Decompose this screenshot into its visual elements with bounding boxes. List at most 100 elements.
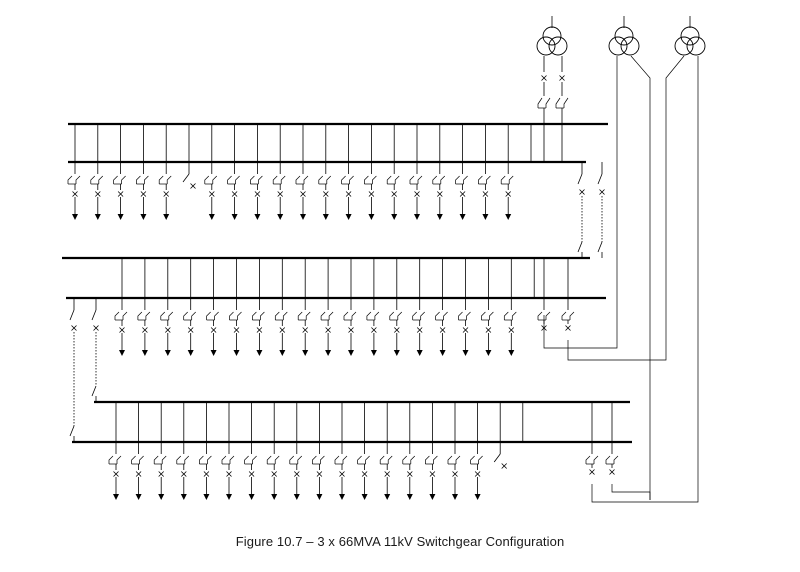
tie-board1-board2-b (597, 162, 605, 258)
feeder-arrow (187, 350, 194, 356)
feeder-arrow (482, 214, 489, 220)
breaker-cross (279, 327, 286, 333)
breaker-cross (505, 191, 511, 197)
feeder-2-7 (252, 298, 265, 356)
feeder-3-3 (153, 442, 167, 500)
feeder-arrow (414, 214, 420, 220)
feeder-1-16 (409, 162, 423, 220)
feeder-3-6 (221, 442, 235, 500)
feeder-2-14 (412, 298, 425, 356)
busbars (62, 122, 632, 444)
feeder-arrow (339, 494, 345, 500)
feeder-arrow (140, 214, 147, 220)
breaker-cross (474, 471, 481, 477)
switchboard-3-panels (108, 402, 524, 500)
feeder-1-4 (136, 162, 149, 220)
feeder-1-9 (250, 162, 263, 220)
feeder-arrow (384, 494, 391, 500)
transformer-2 (608, 16, 640, 56)
feeder-3-12 (357, 442, 370, 500)
breaker-cross (203, 471, 210, 477)
feeder-arrow (233, 350, 240, 356)
breaker-cross (325, 327, 331, 333)
breaker-cross (407, 471, 413, 477)
feeder-1-11 (295, 162, 309, 220)
breaker-cross (437, 191, 443, 197)
feeder-arrow (163, 214, 170, 220)
feeder-arrow (117, 214, 124, 220)
feeder-3-1 (108, 442, 122, 500)
breaker-cross (416, 327, 423, 333)
incomer-panel-board2-a (537, 298, 551, 331)
breaker-cross (209, 191, 215, 197)
breaker-cross (158, 471, 164, 477)
feeder-1-20 (500, 162, 514, 220)
feeder-2-16 (458, 298, 471, 356)
feeder-arrow (368, 214, 375, 220)
incomer-t3-cable-a (567, 55, 685, 361)
breaker-cross (508, 327, 515, 333)
feeder-1-12 (318, 162, 332, 220)
tie-breaker-cross (71, 325, 77, 331)
transformers (536, 16, 706, 56)
feeder-arrow (113, 494, 119, 500)
feeder-3-8 (266, 442, 280, 500)
breaker-cross (181, 471, 187, 477)
feeder-3-16 (447, 442, 461, 500)
feeder-3-11 (334, 442, 348, 500)
incomer-breaker-cross (609, 469, 615, 475)
feeder-arrow (452, 494, 458, 500)
breaker-cross (384, 471, 390, 477)
breaker-cross (391, 191, 397, 197)
feeder-arrow (429, 494, 436, 500)
breaker-cross (210, 327, 217, 333)
breaker-cross (462, 327, 469, 333)
transformer-1 (536, 16, 568, 56)
feeder-3-18 (493, 442, 507, 469)
feeder-arrow (300, 214, 306, 220)
feeder-2-6 (229, 298, 242, 356)
feeder-1-18 (455, 162, 468, 220)
feeder-arrow (164, 350, 171, 356)
feeder-2-4 (183, 298, 196, 356)
feeder-3-4 (176, 442, 190, 500)
open-switch-cross (190, 183, 196, 189)
feeder-1-6 (182, 162, 196, 189)
feeder-arrow (508, 350, 515, 356)
feeder-arrow (271, 494, 278, 500)
incomer-breaker-cross (559, 75, 565, 81)
feeder-2-1 (114, 298, 128, 356)
tie-board2-board3-b (91, 298, 99, 402)
breaker-cross (394, 327, 400, 333)
breaker-cross (248, 471, 255, 477)
incomer-panel-board2-b (561, 298, 575, 331)
feeder-panels (67, 124, 535, 500)
breaker-cross (482, 191, 489, 197)
switchboard-2-panels (114, 258, 535, 356)
feeder-arrow (277, 214, 284, 220)
feeder-arrow (141, 350, 148, 356)
feeder-1-15 (386, 162, 400, 220)
feeder-arrow (135, 494, 142, 500)
breaker-cross (348, 327, 354, 333)
breaker-cross (271, 471, 277, 477)
feeder-2-17 (481, 298, 494, 356)
feeder-2-11 (343, 298, 357, 356)
feeder-1-13 (341, 162, 354, 220)
breaker-cross (361, 471, 368, 477)
feeder-arrow (474, 494, 481, 500)
feeder-arrow (231, 214, 238, 220)
feeder-arrow (345, 214, 352, 220)
breaker-cross (95, 191, 101, 197)
incomer-t2-cable-b (630, 55, 651, 500)
feeder-arrow (279, 350, 286, 356)
feeder-2-15 (435, 298, 448, 356)
incomer-t3-cable-b (591, 56, 699, 503)
feeder-2-5 (206, 298, 219, 356)
incomer-t2-cable-a (543, 56, 618, 349)
feeder-arrow (94, 214, 101, 220)
feeder-2-9 (297, 298, 311, 356)
feeder-3-2 (131, 442, 144, 500)
feeder-arrow (248, 494, 255, 500)
